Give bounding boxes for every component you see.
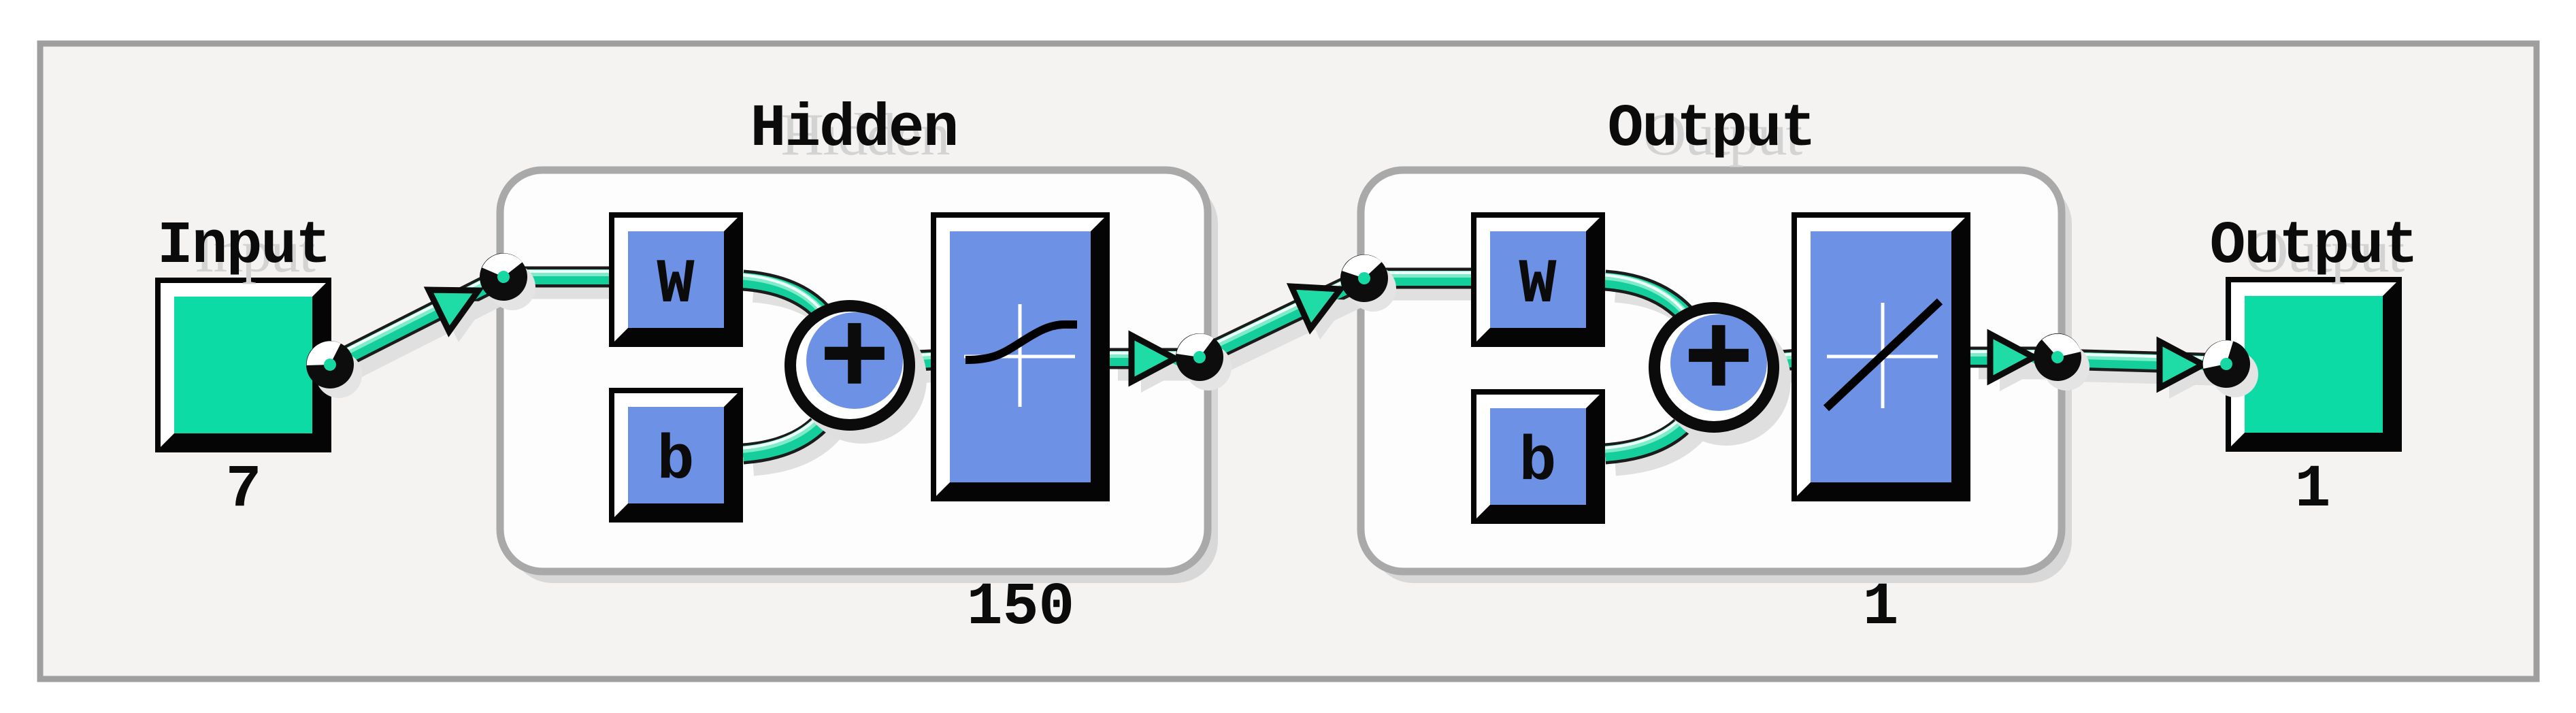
input-block [155, 278, 331, 452]
hidden-plus-sign: + [819, 294, 890, 429]
output-label-shadow: Output [2245, 219, 2405, 285]
input-label: Input [157, 213, 330, 280]
output-label: Output [2210, 213, 2417, 280]
signal-arrows [423, 283, 2213, 399]
output-size: 1 [2295, 457, 2331, 524]
output-exit-dot [2034, 324, 2084, 381]
input-label-shadow: Input [195, 219, 315, 285]
connection-dots [303, 248, 2258, 398]
output-block-dot [2196, 337, 2250, 388]
input-to-hidden-arrow [423, 286, 484, 337]
labels: Input Input 7 Hidden Hidden 150 Output O… [157, 96, 2418, 642]
output-entry-dot [1340, 251, 1388, 302]
output-bias-block: b [1471, 389, 1605, 524]
hidden-title: Hidden [750, 96, 958, 163]
hidden-sum-junction: + [785, 294, 927, 444]
output-bias-letter: b [1519, 427, 1556, 498]
hidden-exit-dot [1176, 333, 1223, 381]
purelin-activation-block [1791, 212, 1970, 501]
tansig-sigmoid-curve [965, 320, 1077, 364]
input-edge-dot [303, 339, 354, 388]
hidden-bias-block: b [609, 388, 743, 523]
output-plus-sign: + [1683, 296, 1754, 431]
purelin-linear-line [1823, 298, 1943, 412]
output-sum-junction: + [1649, 296, 1791, 446]
hidden-bias-letter: b [657, 425, 694, 497]
output-layer-title-shadow: Output [1643, 102, 1802, 168]
output-weight-letter: W [1519, 249, 1557, 320]
tansig-activation-block [931, 212, 1110, 501]
hidden-title-shadow: Hidden [780, 102, 949, 168]
output-layer-size: 1 [1863, 574, 1899, 642]
hidden-entry-dot [480, 248, 527, 301]
output-block-arrow [2156, 336, 2210, 393]
output-weight-block: W [1471, 212, 1605, 347]
input-size: 7 [226, 457, 262, 524]
hidden-weight-block: W [609, 212, 743, 347]
hidden-weight-letter: W [657, 249, 695, 320]
hidden-exit-arrow [1128, 330, 1182, 387]
hidden-to-output-arrow [1286, 283, 1347, 335]
output-block [2226, 277, 2402, 452]
output-layer-title: Output [1608, 96, 1815, 163]
output-exit-arrow [1987, 329, 2041, 386]
hidden-size: 150 [967, 574, 1074, 642]
